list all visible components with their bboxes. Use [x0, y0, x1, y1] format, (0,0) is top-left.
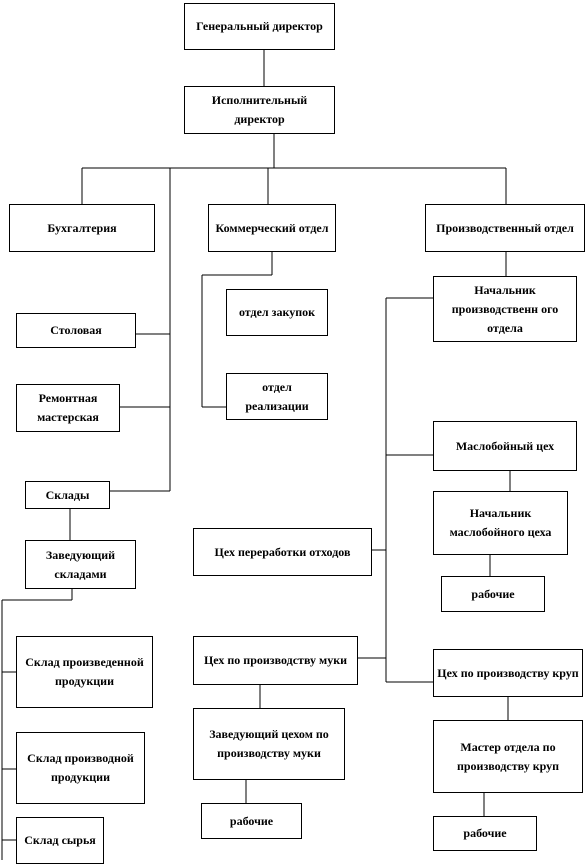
node-executive-director: Исполнительный директор [184, 86, 335, 134]
node-flour-shop-manager: Заведующий цехом по производству муки [193, 708, 345, 780]
node-derivative-goods-warehouse: Склад производной продукции [16, 732, 145, 804]
node-general-director: Генеральный директор [184, 3, 335, 50]
node-finished-goods-warehouse: Склад произведенной продукции [16, 636, 153, 708]
node-warehouses: Склады [25, 481, 110, 509]
node-groats-shop: Цех по производству круп [433, 649, 583, 697]
node-oil-mill-workers: рабочие [441, 576, 545, 612]
node-canteen: Столовая [16, 313, 136, 348]
node-groats-workers: рабочие [433, 816, 537, 851]
node-repair-shop: Ремонтная мастерская [16, 384, 120, 432]
node-accounting: Бухгалтерия [9, 204, 155, 252]
node-groats-master: Мастер отдела по производству круп [433, 720, 583, 793]
node-production-head: Начальник производственн ого отдела [433, 276, 577, 342]
node-purchasing-dept: отдел закупок [226, 289, 328, 336]
node-oil-mill-shop: Маслобойный цех [433, 421, 577, 471]
node-sales-dept: отдел реализации [226, 373, 328, 420]
node-raw-materials-warehouse: Склад сырья [16, 817, 104, 864]
node-flour-workers: рабочие [201, 803, 302, 839]
node-commercial-dept: Коммерческий отдел [208, 204, 336, 252]
node-production-dept: Производственный отдел [425, 204, 585, 252]
node-flour-shop: Цех по производству муки [193, 636, 358, 685]
node-waste-processing-shop: Цех переработки отходов [193, 528, 372, 576]
node-warehouses-manager: Заведующий складами [25, 540, 136, 589]
node-oil-mill-head: Начальник маслобойного цеха [433, 491, 568, 555]
